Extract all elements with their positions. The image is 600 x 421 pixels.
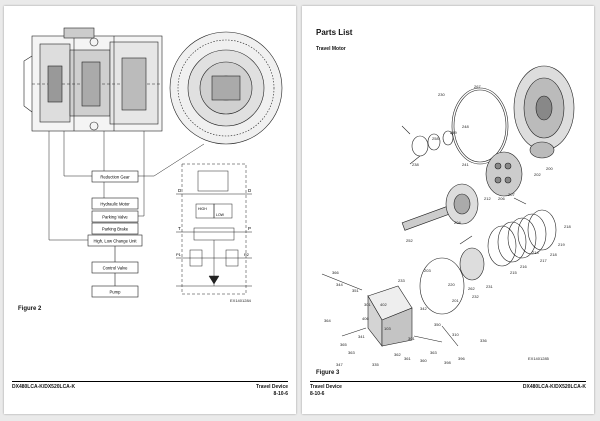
schematic-p: P [248, 226, 251, 231]
part-number: 366 [332, 270, 339, 275]
schematic-d-left: D [178, 188, 182, 193]
part-number: 238 [412, 162, 419, 167]
part-number: 363 [430, 350, 437, 355]
parking-brake-label: Parking Brake [102, 227, 129, 232]
part-number: 231 [486, 284, 493, 289]
parking-valve-label: Parking Valve [102, 215, 128, 220]
footer-divider [310, 381, 586, 382]
figure-caption: Figure 2 [18, 306, 42, 312]
part-number: 220 [448, 282, 455, 287]
footer-model: DX480LCA-K/DX520LCA-K [522, 384, 586, 390]
part-number: 361 [404, 356, 411, 361]
motor-cross-section [23, 27, 163, 132]
part-number: 230 [438, 92, 445, 97]
part-number: 216 [520, 264, 527, 269]
part-number: 364 [324, 318, 331, 323]
part-number: 203 [424, 268, 431, 273]
part-number: 360 [420, 358, 427, 363]
part-number: 202 [534, 172, 541, 177]
schematic-low: LOW [216, 213, 225, 217]
hydraulic-motor-label: Hydraulic Motor [100, 202, 130, 207]
part-number: 218 [564, 224, 571, 229]
figure-caption: Figure 3 [316, 370, 340, 376]
figure-reference-id: EX1401285 [528, 356, 549, 361]
schematic-p1: P1 [176, 252, 182, 257]
schematic-p2: P2 [244, 252, 250, 257]
part-number: 215 [510, 270, 517, 275]
part-number: 233 [398, 278, 405, 283]
part-number: 214 [532, 250, 539, 255]
schematic-high: HIGH [198, 207, 207, 211]
schematic-t: T [178, 226, 181, 231]
part-number: 248 [462, 124, 469, 129]
part-number: 219 [558, 242, 565, 247]
schematic-d-right: D [248, 188, 252, 193]
footer-section-title: Travel Device [310, 384, 342, 390]
part-number: 350 [434, 322, 441, 327]
part-number: 406 [362, 316, 369, 321]
right-page: Parts List Travel Motor [302, 6, 594, 414]
part-number: 207 [508, 192, 515, 197]
footer-section: Travel Device 8-10-6 [256, 384, 288, 398]
part-number: 249 [450, 130, 457, 135]
part-number: 336 [480, 338, 487, 343]
part-number: 341 [358, 334, 365, 339]
figure-reference-id: EX1401284 [230, 298, 251, 303]
part-number: 212 [484, 196, 491, 201]
control-valve-label: Control Valve [103, 266, 128, 271]
part-number: 363 [348, 350, 355, 355]
part-number: 241 [462, 162, 469, 167]
part-number: 103 [384, 326, 391, 331]
pump-label: Pump [110, 290, 122, 295]
part-number: 267 [474, 84, 481, 89]
footer-section-title: Travel Device [256, 384, 288, 390]
part-number: 362 [394, 352, 401, 357]
part-number: 301 [408, 336, 415, 341]
part-number: 342 [420, 306, 427, 311]
part-number: 201 [452, 298, 459, 303]
part-number: 200 [546, 166, 553, 171]
part-number: 398 [444, 360, 451, 365]
part-number: 351 [352, 288, 359, 293]
part-number: 301 [364, 302, 371, 307]
page-title: Parts List [316, 28, 353, 37]
footer-page-number: 8-10-6 [310, 391, 325, 397]
part-number: 232 [472, 294, 479, 299]
page-subtitle: Travel Motor [316, 46, 346, 52]
footer-model: DX480LCA-K/DX520LCA-K [12, 384, 76, 390]
part-number: 402 [380, 302, 387, 307]
part-number: 347 [336, 362, 343, 367]
reduction-gear-front-view [169, 31, 283, 145]
part-number: 262 [468, 286, 475, 291]
part-number: 344 [336, 282, 343, 287]
part-number: 204 [454, 220, 461, 225]
part-number: 258 [432, 136, 439, 141]
part-number: 335 [372, 362, 379, 367]
high-low-change-unit-label: High, Low Change Unit [93, 239, 137, 244]
travel-motor-exploded-view [321, 65, 575, 347]
component-boxes [87, 170, 143, 298]
footer-divider [12, 381, 288, 382]
hydraulic-schematic [176, 163, 252, 295]
part-number: 396 [458, 356, 465, 361]
part-number: 206 [498, 196, 505, 201]
part-number: 365 [340, 342, 347, 347]
part-number: 217 [540, 258, 547, 263]
part-number: 218 [550, 252, 557, 257]
footer-section: Travel Device 8-10-6 [310, 384, 342, 398]
reduction-gear-label: Reduction Gear [100, 175, 130, 180]
footer-page-number: 8-10-6 [273, 391, 288, 397]
travel-device-sectional-diagram: Reduction Gear Hydraulic Motor Parking V… [23, 27, 283, 298]
part-number: 252 [406, 238, 413, 243]
left-page: Reduction Gear Hydraulic Motor Parking V… [4, 6, 296, 414]
part-number: 310 [452, 332, 459, 337]
